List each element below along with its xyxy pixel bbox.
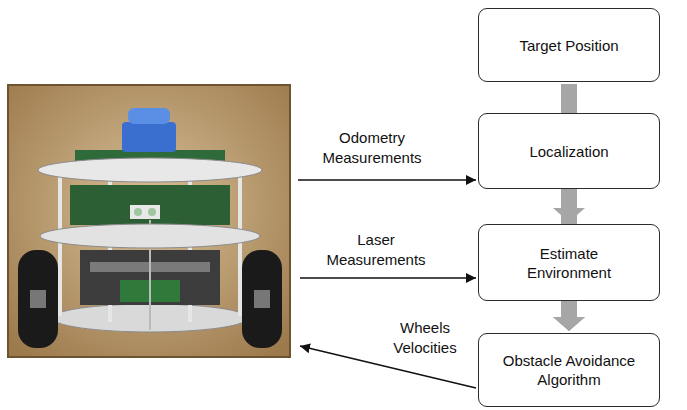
middle-plate [40,224,260,248]
left-wheel [18,250,58,348]
signal-arrows [298,180,476,388]
process-box: Localization [478,113,660,189]
laser-arrow [300,277,476,279]
robot-photo [8,85,290,357]
box-label: Obstacle Avoidance Algorithm [494,351,644,389]
photo-frame [8,85,290,357]
box-label: Target Position [519,36,618,55]
laser-scanner [122,122,176,152]
process-box: Target Position [478,8,660,82]
cardboard-background [8,85,290,357]
box-label: Localization [529,142,608,161]
signal-label: Wheels Velocities [379,318,471,358]
laser-head [128,108,170,124]
odometry-arrow [298,179,476,181]
control-board [70,185,230,225]
process-box: Obstacle Avoidance Algorithm [478,333,660,407]
sonar-sensor [130,205,160,219]
right-wheel [242,250,282,348]
box-label: Estimate Environment [514,244,624,282]
top-plate [38,158,262,182]
signal-label: Laser Measurements [316,230,436,270]
process-box: Estimate Environment [478,224,660,301]
signal-label: Odometry Measurements [312,128,432,168]
